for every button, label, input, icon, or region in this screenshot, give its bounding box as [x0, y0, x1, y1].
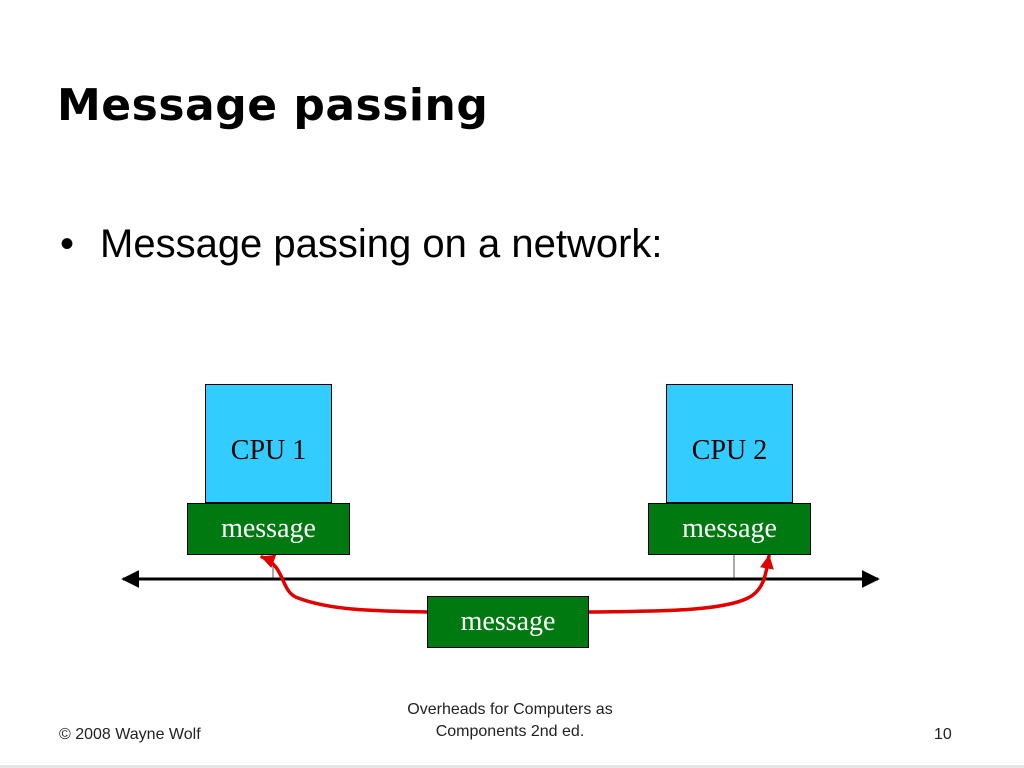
bullet-text: Message passing on a network: — [100, 222, 663, 266]
cpu1-message-label: message — [221, 513, 316, 544]
footer-copyright: © 2008 Wayne Wolf — [59, 726, 201, 743]
cpu1-box: CPU 1 — [205, 384, 332, 503]
cpu2-message-label: message — [682, 513, 777, 544]
cpu2-label: CPU 2 — [691, 435, 768, 466]
bullet-marker: • — [60, 222, 75, 266]
slide-number: 10 — [934, 726, 952, 743]
footer-book-line2: Components 2nd ed. — [435, 723, 585, 740]
cpu1-message-box: message — [187, 503, 350, 555]
cpu2-box: CPU 2 — [666, 384, 793, 503]
cpu1-label: CPU 1 — [230, 435, 307, 466]
footer-book-title: Overheads for Computers as Components 2n… — [360, 699, 660, 743]
network-message-label: message — [460, 606, 556, 637]
footer-book-line1: Overheads for Computers as — [407, 701, 613, 718]
bullet-item: • Message passing on a network: — [60, 222, 663, 267]
network-message-box: message — [427, 596, 589, 648]
cpu2-message-box: message — [648, 503, 811, 555]
bottom-divider — [0, 765, 1024, 768]
slide-title: Message passing — [57, 80, 489, 131]
